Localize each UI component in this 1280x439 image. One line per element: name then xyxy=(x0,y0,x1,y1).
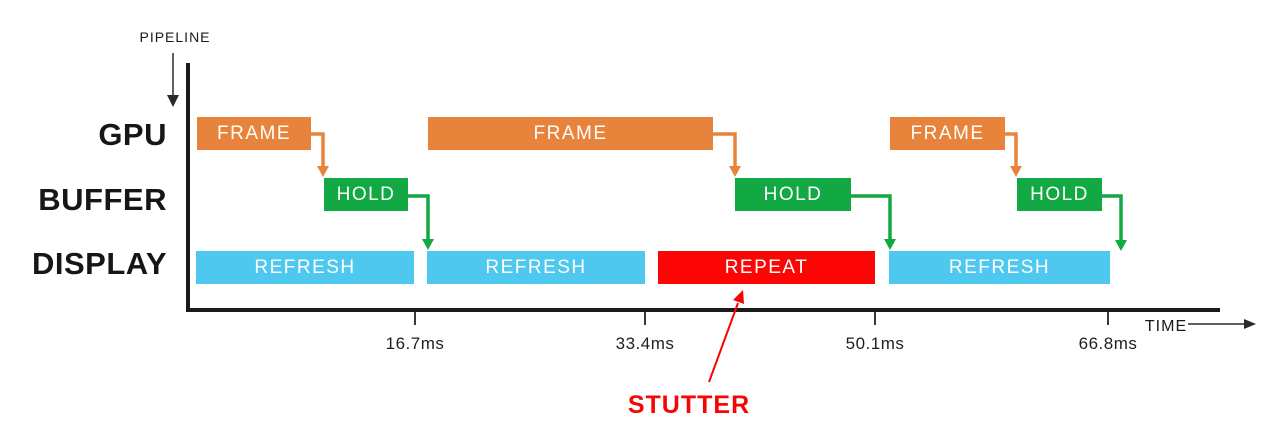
bar-label: FRAME xyxy=(910,122,985,144)
time-axis-line xyxy=(186,308,1220,312)
bar-label: REFRESH xyxy=(254,256,356,278)
bar-label: REFRESH xyxy=(948,256,1051,278)
time-axis-label: TIME xyxy=(1144,318,1188,335)
tick-label-16-7ms: 16.7ms xyxy=(385,334,445,353)
gpu-frame-bar-1: FRAME xyxy=(197,117,311,150)
buffer-hold-bar-2: HOLD xyxy=(735,178,851,211)
gpu-frame-bar-3: FRAME xyxy=(890,117,1005,150)
time-right-arrow-icon xyxy=(1188,319,1256,329)
axis-tick-1 xyxy=(414,312,416,325)
buffer-hold-bar-1: HOLD xyxy=(324,178,408,211)
bar-label: HOLD xyxy=(763,183,823,205)
display-refresh-bar-2: REFRESH xyxy=(427,251,645,284)
pipeline-down-arrow-icon xyxy=(167,53,179,107)
tick-label-50-1ms: 50.1ms xyxy=(845,334,905,353)
bar-label: REFRESH xyxy=(485,256,587,278)
tick-label-33-4ms: 33.4ms xyxy=(615,334,675,353)
pipeline-axis-label: PIPELINE xyxy=(139,29,211,45)
axis-tick-3 xyxy=(874,312,876,325)
hold1-to-refresh2-arrow-icon xyxy=(408,194,434,250)
row-label-buffer: BUFFER xyxy=(38,182,167,217)
pipeline-axis-line xyxy=(186,63,190,312)
hold2-to-refresh3-arrow-icon xyxy=(851,194,896,250)
tick-label-66-8ms: 66.8ms xyxy=(1078,334,1138,353)
row-label-display: DISPLAY xyxy=(31,246,167,281)
gpu-frame-bar-2: FRAME xyxy=(428,117,713,150)
frame3-to-hold3-arrow-icon xyxy=(1005,132,1022,177)
hold3-to-next-refresh-arrow-icon xyxy=(1102,194,1127,251)
display-refresh-bar-3: REFRESH xyxy=(889,251,1110,284)
axis-tick-2 xyxy=(644,312,646,325)
bar-label: FRAME xyxy=(217,122,291,144)
display-refresh-bar-1: REFRESH xyxy=(196,251,414,284)
bar-label: HOLD xyxy=(336,183,396,205)
frame1-to-hold1-arrow-icon xyxy=(311,132,329,177)
stutter-pointer-arrow-icon xyxy=(708,290,744,383)
axis-tick-4 xyxy=(1107,312,1109,325)
bar-label: FRAME xyxy=(533,122,608,144)
frame2-to-hold2-arrow-icon xyxy=(713,132,741,177)
row-label-gpu: GPU xyxy=(98,117,167,152)
buffer-hold-bar-3: HOLD xyxy=(1017,178,1102,211)
bar-label: HOLD xyxy=(1030,183,1089,205)
stutter-annotation-label: STUTTER xyxy=(627,391,751,419)
bar-label: REPEAT xyxy=(724,256,809,278)
display-repeat-bar: REPEAT xyxy=(658,251,875,284)
